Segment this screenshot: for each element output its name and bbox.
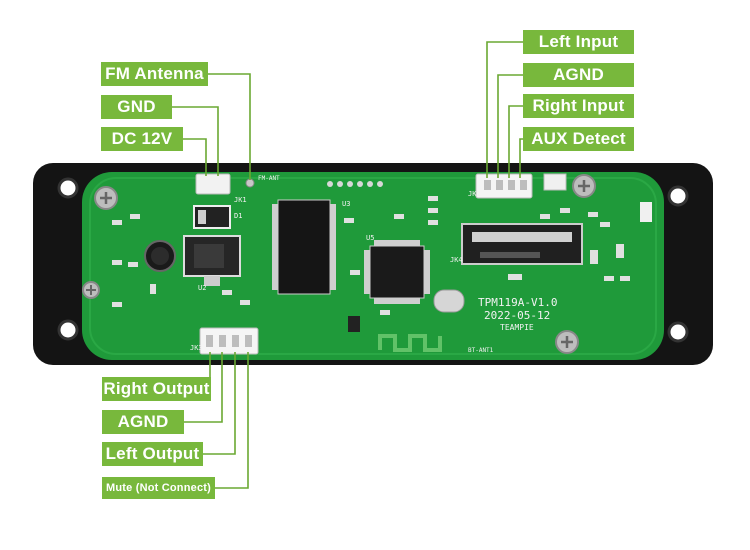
screw-right xyxy=(572,174,596,198)
label-dc-12v: DC 12V xyxy=(101,127,183,151)
silk-u2: U2 xyxy=(198,284,206,292)
silk-fm-ant: FM-ANT xyxy=(258,175,280,182)
label-left-input: Left Input xyxy=(523,30,634,54)
silk-u3: U3 xyxy=(342,200,350,208)
connector-jk1 xyxy=(195,173,231,195)
label-agnd-top: AGND xyxy=(523,63,634,87)
label-agnd-bottom: AGND xyxy=(102,410,184,434)
silk-u5: U5 xyxy=(366,234,374,242)
silk-date: 2022-05-12 xyxy=(484,309,550,322)
screw-bottom-right xyxy=(555,330,579,354)
smd-components xyxy=(112,196,630,315)
silk-bt-ant: BT-ANT1 xyxy=(468,347,494,354)
silk-d1: D1 xyxy=(234,212,242,220)
label-aux-detect: AUX Detect xyxy=(523,127,634,151)
silk-jk2: JK2 xyxy=(468,190,481,198)
silk-jk4: JK4 xyxy=(450,256,463,264)
label-mute: Mute (Not Connect) xyxy=(102,477,215,499)
chip-u5 xyxy=(369,245,425,299)
label-left-output: Left Output xyxy=(102,442,203,466)
silk-brand: TEAMPIE xyxy=(500,323,534,332)
silk-jk1: JK1 xyxy=(234,196,247,204)
pcb-inner-shade xyxy=(89,177,657,355)
fm-antenna-pad xyxy=(245,178,255,188)
label-fm-antenna: FM Antenna xyxy=(101,62,208,86)
leader-lines xyxy=(172,41,523,489)
chip-u3 xyxy=(277,199,331,295)
mount-hole-bl xyxy=(57,319,79,341)
label-gnd: GND xyxy=(101,95,172,119)
screw-bottom-left xyxy=(82,281,100,299)
silk-jk3: JK3 xyxy=(190,344,203,352)
label-right-output: Right Output xyxy=(102,377,211,401)
mount-hole-br xyxy=(667,321,689,343)
bt-antenna-trace xyxy=(378,334,442,352)
mount-hole-tl xyxy=(57,177,79,199)
mount-hole-tr xyxy=(667,185,689,207)
screw-left xyxy=(94,186,118,210)
label-right-input: Right Input xyxy=(523,94,634,118)
silk-model: TPM119A-V1.0 xyxy=(478,296,557,309)
crystal-y1 xyxy=(433,289,465,313)
connector-jk3-bottom xyxy=(199,327,259,355)
